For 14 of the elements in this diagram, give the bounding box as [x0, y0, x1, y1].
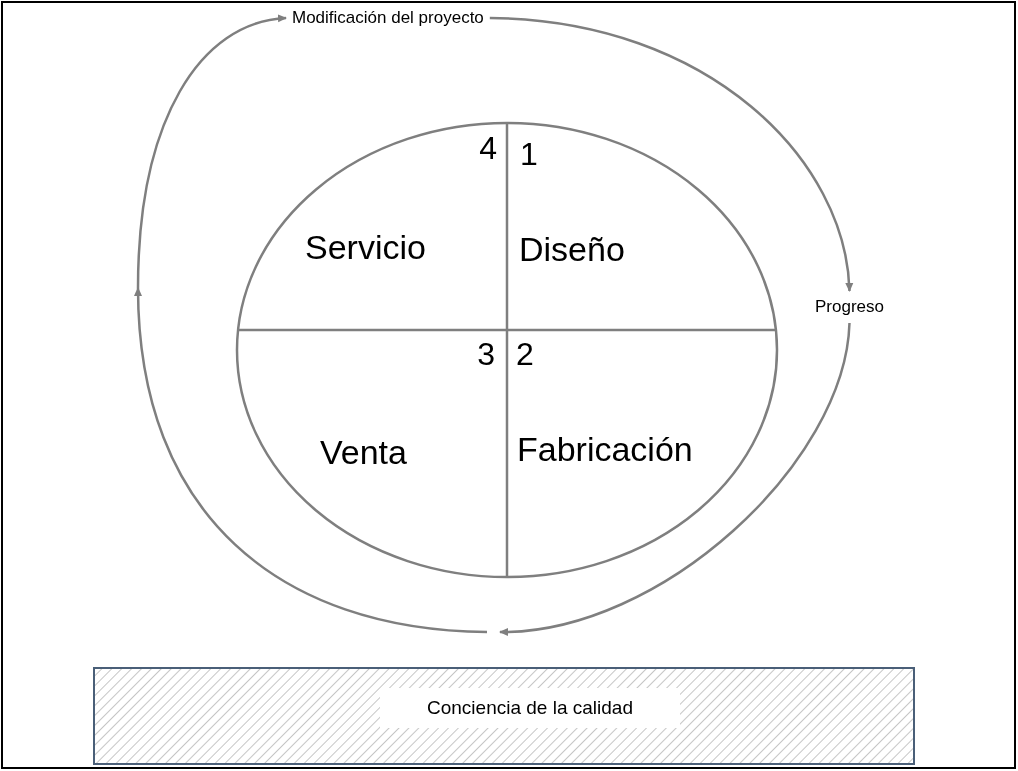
- step-label: Venta: [320, 433, 407, 473]
- step-number: 1: [520, 136, 538, 173]
- step-number: 2: [516, 336, 534, 373]
- arrow: [134, 14, 488, 634]
- step-number: 4: [479, 130, 497, 167]
- band-label: Conciencia de la calidad: [380, 688, 680, 728]
- step-label: Diseño: [519, 230, 625, 270]
- arrow: [489, 16, 853, 292]
- step-label: Fabricación: [517, 430, 693, 470]
- step-label: Servicio: [305, 228, 426, 268]
- cycle-label: Progreso: [815, 297, 884, 316]
- cycle-label: Modificación del proyecto: [292, 8, 484, 27]
- arrow: [499, 322, 851, 636]
- step-number: 3: [477, 336, 495, 373]
